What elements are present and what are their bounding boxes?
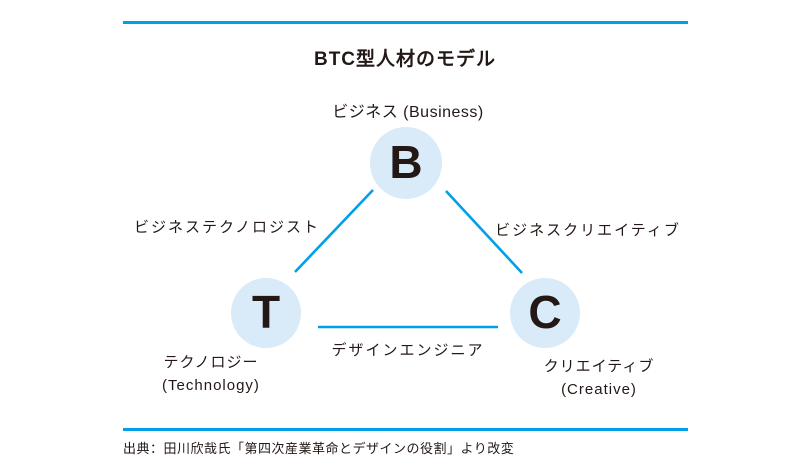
edge-label-business-creative: ビジネスクリエイティブ (495, 222, 681, 239)
technology-node-circle: T (231, 278, 301, 348)
top-divider (123, 21, 688, 24)
bottom-divider (123, 428, 688, 431)
business-node-letter: B (389, 136, 423, 188)
creative-node-circle: C (510, 278, 580, 348)
page-title: BTC型人材のモデル (313, 49, 497, 70)
technology-node-label: テクノロジー (Technology) (162, 351, 260, 397)
business-node-label: ビジネス (Business) (332, 104, 484, 121)
technology-node-letter: T (251, 286, 281, 338)
source-citation: 出典：田川欣哉氏「第四次産業革命とデザインの役割」より改変 (123, 441, 515, 456)
business-node-circle: B (370, 127, 442, 199)
creative-node-letter: C (528, 286, 562, 338)
edge-label-design-engineer: デザインエンジニア (331, 342, 485, 359)
creative-node-label: クリエイティブ (Creative) (544, 355, 655, 401)
technology-node-label-en: (Technology) (162, 377, 260, 394)
technology-node-label-ja: テクノロジー (163, 354, 259, 371)
edge-label-business-technologist: ビジネステクノロジスト (133, 219, 321, 236)
creative-node-label-ja: クリエイティブ (543, 358, 655, 375)
creative-node-label-en: (Creative) (561, 381, 637, 398)
